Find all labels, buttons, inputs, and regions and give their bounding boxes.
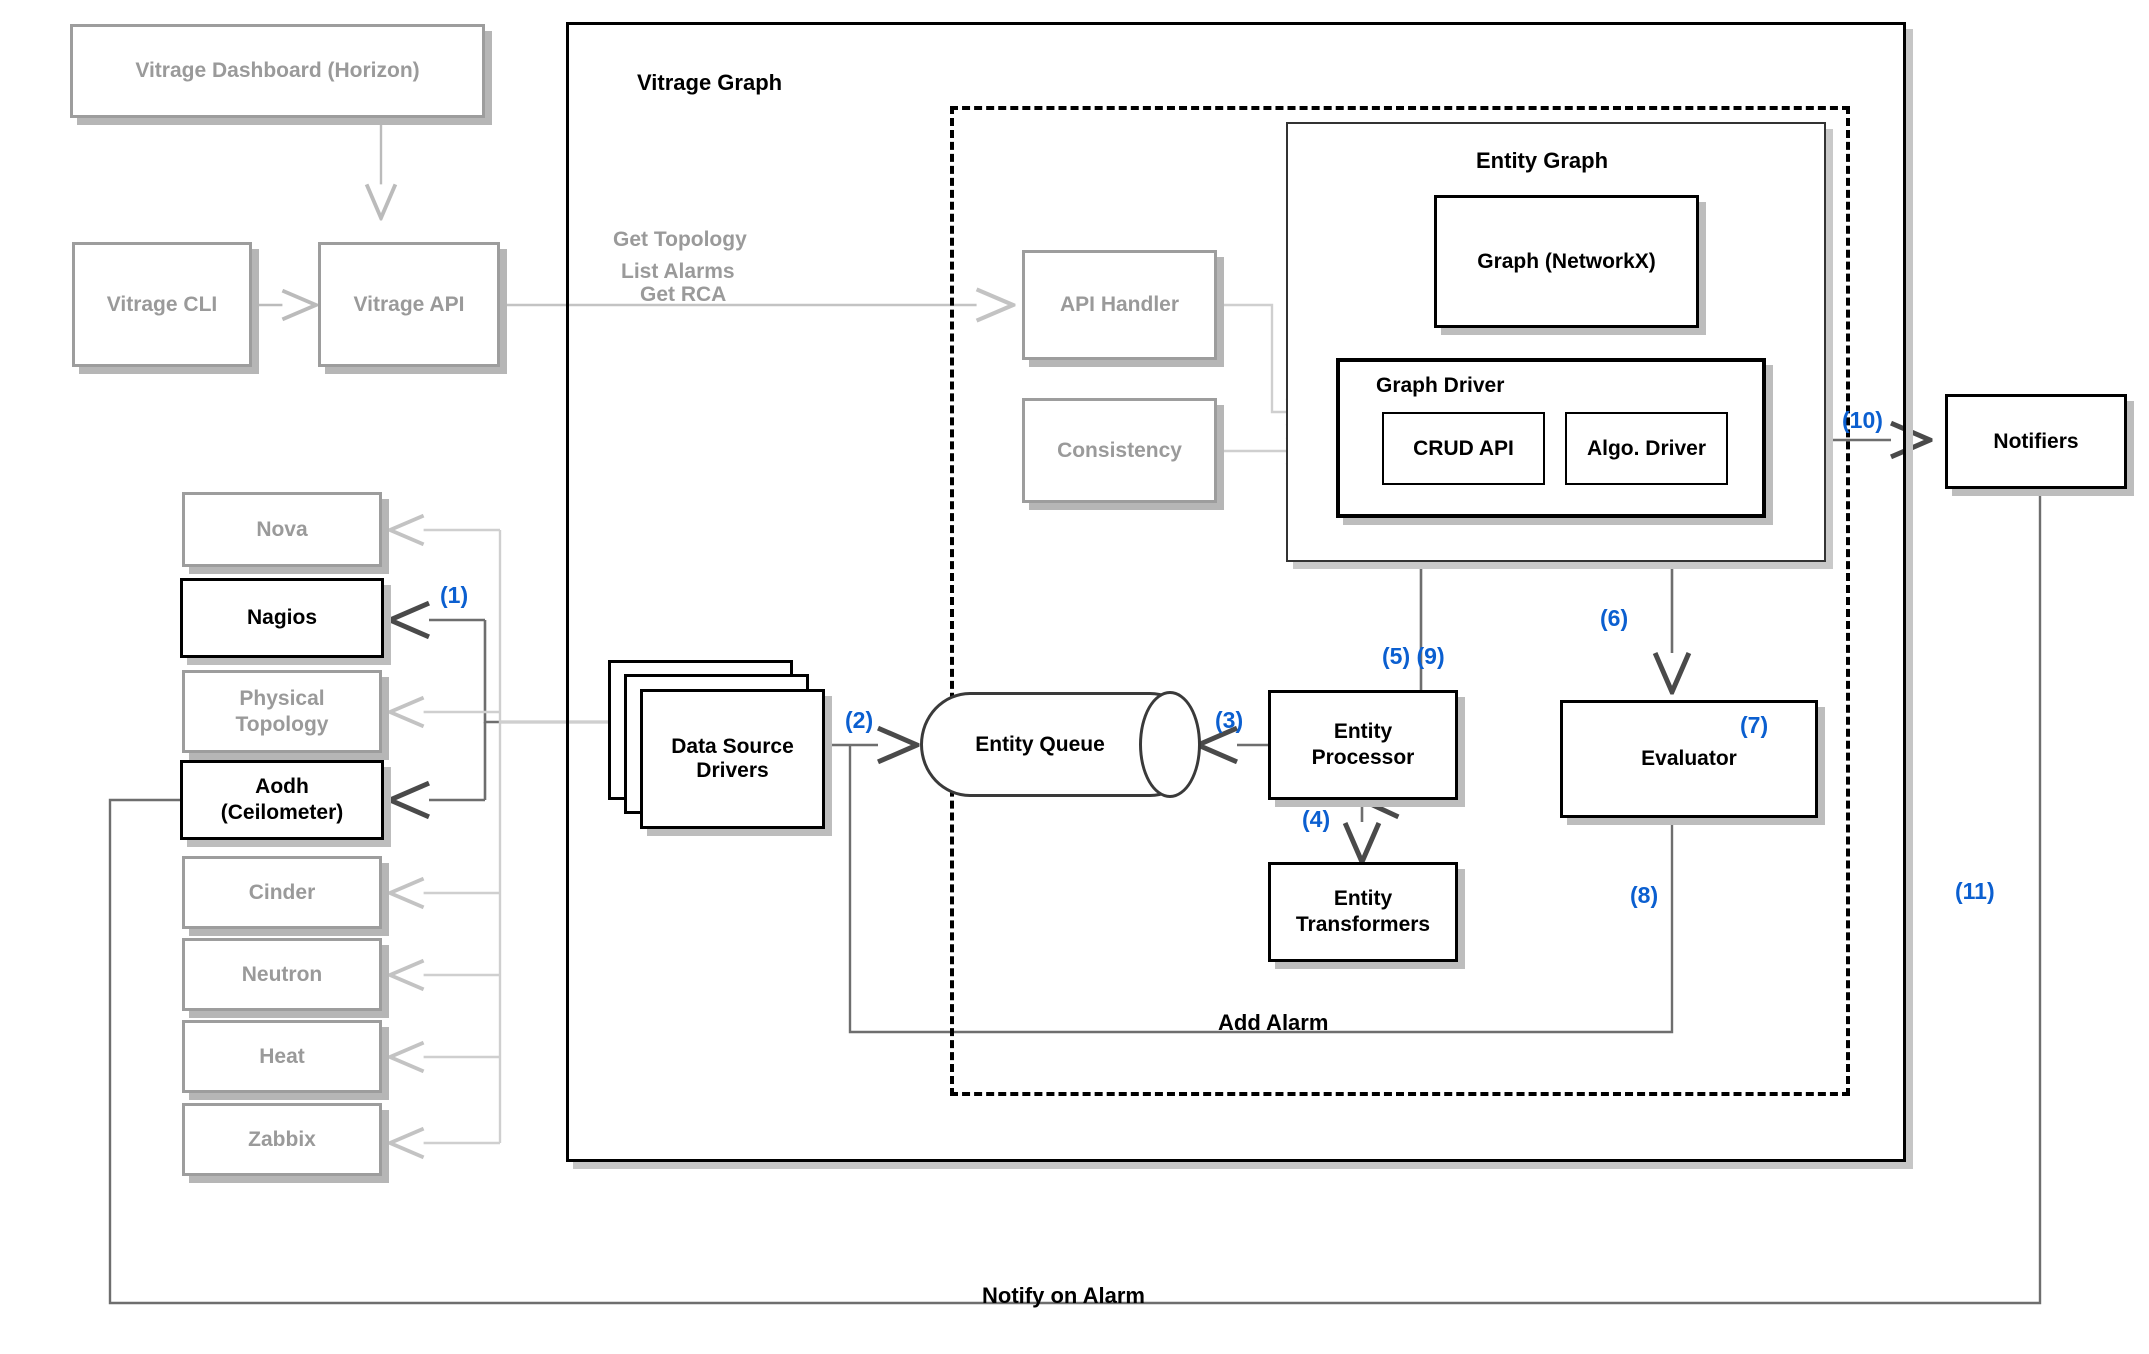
datasource-nova-label: Nova: [256, 517, 308, 541]
api-handler-box[interactable]: API Handler: [1022, 250, 1217, 360]
entity-graph-title: Entity Graph: [1476, 148, 1609, 173]
datasource-physical-topology[interactable]: Physical Topology: [182, 670, 382, 753]
entity-processor-box[interactable]: Entity Processor: [1268, 690, 1458, 800]
datasource-aodh-label-l1: Aodh: [255, 775, 309, 799]
datasource-neutron[interactable]: Neutron: [182, 938, 382, 1011]
graph-driver-title: Graph Driver: [1376, 374, 1505, 397]
datasource-heat-label: Heat: [259, 1044, 305, 1068]
entity-processor-label-l2: Processor: [1311, 746, 1415, 769]
api-call-get-topology: Get Topology: [613, 228, 747, 251]
datasource-cinder-label: Cinder: [248, 880, 316, 904]
vitrage-cli-box[interactable]: Vitrage CLI: [72, 242, 252, 367]
consistency-box[interactable]: Consistency: [1022, 398, 1217, 503]
entity-transformers-label-l2: Transformers: [1295, 913, 1431, 936]
notifiers-label: Notifiers: [1993, 429, 2079, 453]
datasource-aodh-label-l2: (Ceilometer): [220, 801, 344, 824]
processing-region-dashed: [950, 106, 1850, 1096]
flow-label-11: (11): [1955, 878, 1995, 904]
data-source-drivers-box[interactable]: Data Source Drivers: [640, 689, 825, 829]
flow-label-8: (8): [1630, 882, 1659, 908]
datasource-nagios-label: Nagios: [246, 606, 317, 630]
data-source-drivers-label-l1: Data Source: [671, 735, 794, 758]
datasource-zabbix[interactable]: Zabbix: [182, 1103, 382, 1176]
entity-queue-label: Entity Queue: [975, 732, 1105, 756]
consistency-label: Consistency: [1057, 438, 1182, 462]
datasource-physical-topology-label-l2: Topology: [235, 712, 329, 736]
entity-transformers-box[interactable]: Entity Transformers: [1268, 862, 1458, 962]
entity-processor-label-l1: Entity: [1333, 720, 1393, 744]
datasource-physical-topology-label-l1: Physical: [239, 686, 325, 710]
datasource-nagios[interactable]: Nagios: [180, 578, 384, 658]
data-source-drivers-label-l2: Drivers: [696, 759, 769, 782]
datasource-zabbix-label: Zabbix: [248, 1127, 316, 1151]
algo-driver-box[interactable]: Algo. Driver: [1565, 412, 1728, 485]
datasource-aodh[interactable]: Aodh (Ceilometer): [180, 760, 384, 840]
edge-caption-add-alarm: Add Alarm: [1218, 1010, 1329, 1035]
vitrage-api-box[interactable]: Vitrage API: [318, 242, 500, 367]
algo-driver-label: Algo. Driver: [1586, 436, 1707, 460]
flow-label-7: (7): [1740, 712, 1769, 738]
entity-queue-cylinder[interactable]: Entity Queue: [920, 691, 1201, 798]
crud-api-label: CRUD API: [1413, 436, 1514, 460]
crud-api-box[interactable]: CRUD API: [1382, 412, 1545, 485]
flow-label-2: (2): [845, 707, 874, 733]
notifiers-box[interactable]: Notifiers: [1945, 394, 2127, 489]
entity-transformers-label-l1: Entity: [1333, 887, 1393, 911]
vitrage-graph-container: [566, 22, 1906, 1162]
datasource-neutron-label: Neutron: [241, 962, 323, 986]
vitrage-api-label: Vitrage API: [353, 292, 465, 316]
flow-label-6: (6): [1600, 605, 1629, 631]
datasource-cinder[interactable]: Cinder: [182, 856, 382, 929]
entity-queue-end-cap: [1139, 691, 1201, 798]
flow-label-1: (1): [440, 582, 469, 608]
flow-label-3: (3): [1215, 707, 1244, 733]
graph-networkx-box[interactable]: Graph (NetworkX): [1434, 195, 1699, 328]
graph-networkx-label: Graph (NetworkX): [1477, 249, 1656, 273]
datasource-heat[interactable]: Heat: [182, 1020, 382, 1093]
flow-label-10: (10): [1842, 407, 1883, 433]
edge-caption-notify-on-alarm: Notify on Alarm: [982, 1283, 1145, 1308]
api-call-list-alarms: List Alarms: [621, 260, 735, 283]
datasource-nova[interactable]: Nova: [182, 492, 382, 567]
flow-label-5-9: (5) (9): [1382, 643, 1445, 669]
api-handler-label: API Handler: [1059, 293, 1180, 317]
vitrage-cli-label: Vitrage CLI: [106, 292, 218, 316]
vitrage-dashboard-box[interactable]: Vitrage Dashboard (Horizon): [70, 24, 485, 118]
flow-label-4: (4): [1302, 806, 1331, 832]
evaluator-label: Evaluator: [1641, 747, 1737, 771]
api-call-get-rca: Get RCA: [640, 283, 727, 306]
vitrage-dashboard-label: Vitrage Dashboard (Horizon): [135, 59, 420, 83]
data-source-drivers-stack[interactable]: Data Source Drivers: [608, 660, 828, 830]
evaluator-box[interactable]: Evaluator: [1560, 700, 1818, 818]
vitrage-graph-title: Vitrage Graph: [637, 70, 783, 95]
